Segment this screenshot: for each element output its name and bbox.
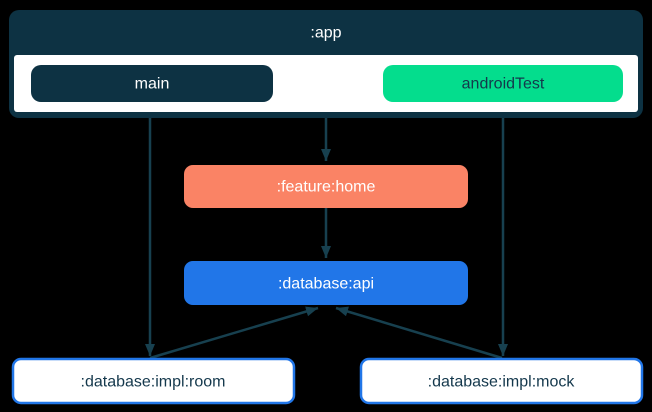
feature-home-node: :feature:home	[184, 165, 468, 208]
database-api-box	[184, 261, 468, 305]
app-container-label: :app	[310, 25, 341, 42]
edge-database-impl-room-to-database-api	[149, 306, 319, 360]
database-impl-room-box	[11, 357, 296, 405]
database-impl-room-label: :database:impl:room	[81, 374, 226, 391]
app-container-node: :app main androidTest	[9, 10, 643, 118]
database-api-label: :database:api	[278, 276, 374, 293]
androidtest-sourceset-label: androidTest	[462, 76, 545, 93]
database-api-node: :database:api	[184, 261, 468, 305]
edge-group	[145, 102, 508, 360]
feature-home-box	[184, 165, 468, 208]
feature-home-label: :feature:home	[277, 179, 376, 196]
database-impl-mock-label: :database:impl:mock	[428, 374, 576, 391]
database-impl-mock-box	[359, 357, 644, 405]
edge-database-impl-mock-to-database-api	[335, 306, 503, 360]
androidtest-sourceset-box	[383, 65, 623, 102]
database-impl-mock-node: :database:impl:mock	[359, 357, 644, 405]
database-impl-room-node: :database:impl:room	[11, 357, 296, 405]
main-sourceset-label: main	[135, 76, 170, 93]
main-sourceset-box	[31, 65, 273, 102]
